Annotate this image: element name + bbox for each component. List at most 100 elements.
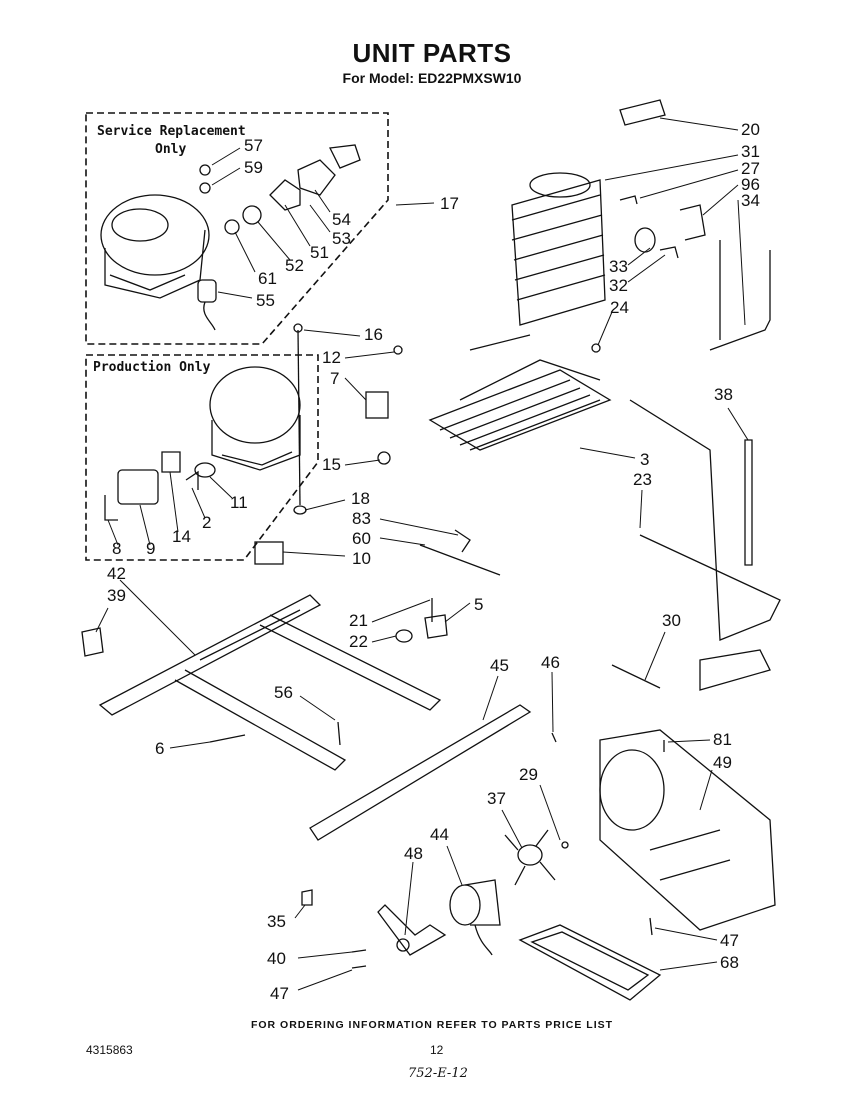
- callout-14: 14: [172, 527, 191, 546]
- motor-bracket-drawing: [377, 904, 447, 956]
- callout-54: 54: [332, 210, 351, 229]
- fan-shroud-drawing: [599, 729, 776, 931]
- service-replacement-only-label: Only: [155, 142, 187, 157]
- part-29-drawing: [561, 841, 569, 849]
- handwritten-note: 752-E-12: [408, 1066, 468, 1081]
- part-54-drawing: [329, 144, 361, 169]
- part-5-drawing: [424, 614, 448, 639]
- part-8-drawing: [104, 495, 118, 521]
- fan-motor-drawing: [449, 879, 501, 956]
- part-6-drawing: [209, 734, 246, 743]
- callout-29: 29: [519, 765, 538, 784]
- part-24-drawing: [591, 343, 601, 353]
- callout-68: 68: [720, 953, 739, 972]
- callout-60: 60: [352, 529, 371, 548]
- part-45-drawing: [309, 704, 532, 841]
- callout-45: 45: [490, 656, 509, 675]
- callout-47-left: 47: [270, 984, 289, 1003]
- page-number: 12: [430, 1043, 444, 1057]
- callout-15: 15: [322, 455, 341, 474]
- callout-24: 24: [610, 298, 629, 317]
- part-51-drawing: [269, 179, 301, 211]
- callout-38: 38: [714, 385, 733, 404]
- part-33-drawing: [634, 227, 656, 253]
- production-only-box: [85, 354, 319, 561]
- part-96-drawing: [679, 204, 706, 241]
- callout-42: 42: [107, 564, 126, 583]
- callout-6: 6: [155, 739, 165, 758]
- callout-44: 44: [430, 825, 449, 844]
- part-56-drawing: [337, 721, 341, 746]
- callout-40: 40: [267, 949, 286, 968]
- callout-7: 7: [330, 369, 340, 388]
- production-only-label: Production Only: [93, 360, 211, 375]
- evaporator-coil-drawing: [511, 172, 606, 326]
- callout-56: 56: [274, 683, 293, 702]
- callout-37: 37: [487, 789, 506, 808]
- part-32-drawing: [659, 246, 679, 259]
- callout-20: 20: [741, 120, 760, 139]
- part-10-drawing: [254, 541, 284, 565]
- part-14-drawing: [161, 451, 181, 473]
- service-replacement-box: [85, 112, 389, 345]
- drain-pan-drawing: [518, 924, 662, 1001]
- model-subtitle: For Model: ED22PMXSW10: [342, 70, 522, 86]
- part-38-drawing: [744, 439, 753, 566]
- callout-27: 27: [741, 159, 760, 178]
- callout-83: 83: [352, 509, 371, 528]
- part-59-drawing: [199, 182, 211, 194]
- callout-22: 22: [349, 632, 368, 651]
- callout-10: 10: [352, 549, 371, 568]
- document-number: 4315863: [86, 1043, 133, 1057]
- part-46-drawing: [551, 732, 557, 743]
- callout-33: 33: [609, 257, 628, 276]
- compressor-service-drawing: [100, 194, 210, 299]
- part-27-drawing: [619, 195, 638, 205]
- callout-96: 96: [741, 175, 760, 194]
- part-7-drawing: [365, 391, 389, 419]
- callout-34: 34: [741, 191, 760, 210]
- callout-18: 18: [351, 489, 370, 508]
- page-title: UNIT PARTS: [352, 38, 512, 68]
- part-18-drawing: [293, 505, 307, 515]
- callout-16: 16: [364, 325, 383, 344]
- fan-blade-drawing: [504, 829, 556, 886]
- callout-53: 53: [332, 229, 351, 248]
- condenser-drawing: [428, 334, 612, 451]
- callout-46: 46: [541, 653, 560, 672]
- callout-31: 31: [741, 142, 760, 161]
- part-23-loop: [699, 649, 771, 691]
- part-53-drawing: [297, 159, 336, 196]
- leader-lines: [95, 117, 749, 991]
- callout-52: 52: [285, 256, 304, 275]
- part-47b-drawing: [649, 917, 653, 936]
- part-60-drawing: [419, 544, 501, 576]
- callout-3: 3: [640, 450, 650, 469]
- part-2-drawing: [185, 470, 199, 490]
- callout-23: 23: [633, 470, 652, 489]
- ordering-note: FOR ORDERING INFORMATION REFER TO PARTS …: [250, 1019, 614, 1031]
- callout-9: 9: [146, 539, 156, 558]
- part-55-wire: [203, 301, 216, 331]
- callout-30: 30: [662, 611, 681, 630]
- callout-12: 12: [322, 348, 341, 367]
- callout-17: 17: [440, 194, 459, 213]
- part-20-drawing: [619, 99, 666, 126]
- part-83-drawing: [454, 529, 471, 553]
- part-52-drawing: [242, 205, 262, 225]
- callout-2: 2: [202, 513, 212, 532]
- callout-48: 48: [404, 844, 423, 863]
- callout-21: 21: [349, 611, 368, 630]
- callout-61: 61: [258, 269, 277, 288]
- callout-49: 49: [713, 753, 732, 772]
- part-9-drawing: [117, 469, 159, 505]
- callout-81: 81: [713, 730, 732, 749]
- part-40-drawing: [351, 949, 367, 953]
- callout-32: 32: [609, 276, 628, 295]
- part-57-drawing: [199, 164, 211, 176]
- frame-drawing: [98, 594, 442, 771]
- callout-57: 57: [244, 136, 263, 155]
- part-35-drawing: [301, 889, 313, 906]
- callout-35: 35: [267, 912, 286, 931]
- callout-11: 11: [230, 493, 248, 512]
